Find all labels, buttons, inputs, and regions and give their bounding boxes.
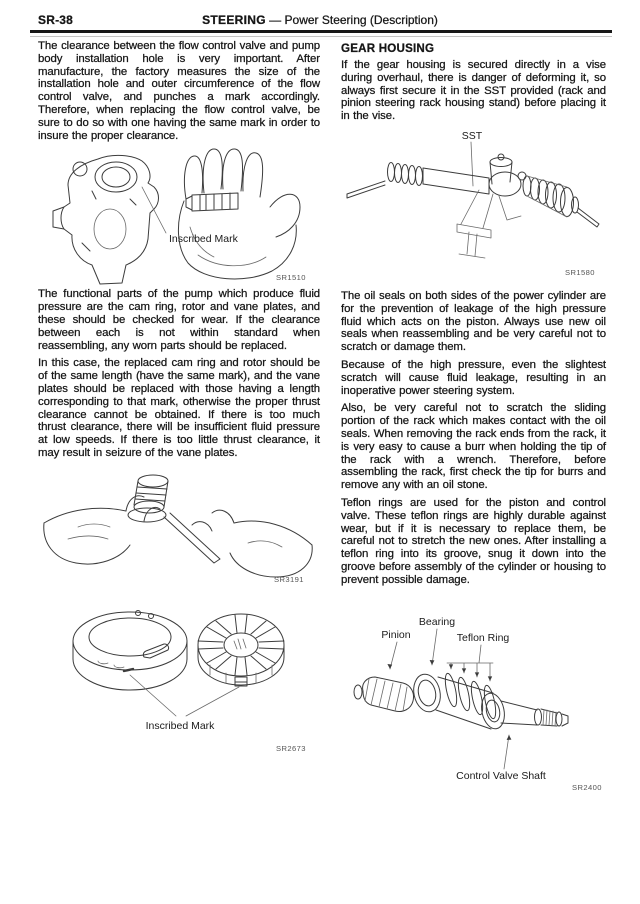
figure-code: SR1510 [276, 273, 306, 282]
right-hand-drawing [191, 509, 313, 578]
left-column: The clearance between the flow control v… [38, 40, 320, 757]
gear-housing-heading: GEAR HOUSING [341, 42, 435, 55]
figure-cam-ring-rotor-art: Inscribed Mark SR2673 [72, 609, 306, 753]
pinion-label: Pinion [381, 629, 410, 641]
page-header-title: STEERING — Power Steering (Description) [0, 13, 640, 27]
para-rack-sliding-portion: Also, be very careful not to scratch the… [341, 402, 606, 492]
figure-code: SR3191 [274, 575, 304, 584]
left-hand-drawing [43, 495, 161, 565]
para-oil-seals: The oil seals on both sides of the power… [341, 289, 606, 354]
figure-control-valve-shaft-art: Pinion Bearing Teflon Ring [353, 616, 602, 792]
figure-flow-control-valve: Inscribed Mark SR1510 [38, 147, 320, 285]
leader-arrowheads [387, 659, 512, 740]
figure-rack-housing-sst-art: SST SR1580 [346, 130, 600, 277]
held-part-drawing [127, 474, 221, 564]
para-cam-ring-replacement: In this case, the replaced cam ring and … [38, 357, 320, 459]
teflon-ring-label: Teflon Ring [457, 632, 510, 644]
inscribed-mark-label: Inscribed Mark [146, 720, 216, 732]
para-high-pressure-scratch: Because of the high pressure, even the s… [341, 358, 606, 397]
header-subsection: — Power Steering (Description) [265, 13, 438, 27]
figure-code: SR2400 [572, 783, 602, 792]
right-column: GEAR HOUSING If the gear housing is secu… [341, 40, 606, 793]
leader-lines [129, 674, 240, 717]
para-flow-control-clearance: The clearance between the flow control v… [38, 40, 320, 142]
hand-drawing [177, 148, 301, 280]
para-gear-housing-vise: If the gear housing is secured directly … [341, 59, 606, 123]
figure-code: SR2673 [276, 744, 306, 753]
shaft-drawing [353, 672, 569, 730]
para-teflon-rings: Teflon rings are used for the piston and… [341, 496, 606, 586]
figure-cam-ring-rotor: Inscribed Mark SR2673 [38, 599, 320, 757]
leader-line [470, 141, 474, 187]
figure-vane-plate-check: SR3191 [38, 465, 320, 587]
pump-body-drawing [52, 155, 159, 285]
header-rule-shadow [30, 36, 612, 37]
header-section: STEERING [202, 13, 266, 27]
rack-and-pinion-drawing [346, 153, 600, 259]
header-rule [30, 30, 612, 33]
rotor-drawing [197, 613, 285, 687]
control-valve-shaft-label: Control Valve Shaft [456, 770, 546, 782]
flow-control-valve-drawing [185, 192, 239, 212]
figure-flow-control-valve-art: Inscribed Mark SR1510 [52, 148, 306, 285]
figure-vane-plate-check-art: SR3191 [43, 474, 313, 584]
bearing-label: Bearing [419, 616, 455, 628]
leader-line [141, 186, 167, 234]
cam-ring-drawing [72, 609, 188, 691]
figure-control-valve-shaft: Pinion Bearing Teflon Ring [341, 613, 606, 793]
figure-code: SR1580 [565, 268, 595, 277]
page-number: SR-38 [38, 13, 74, 27]
sst-label: SST [462, 130, 483, 142]
para-pump-functional-parts: The functional parts of the pump which p… [38, 288, 320, 352]
label-leader-lines [389, 628, 510, 769]
figure-rack-housing-sst: SST SR1580 [341, 128, 606, 280]
inscribed-mark-label: Inscribed Mark [169, 233, 239, 245]
